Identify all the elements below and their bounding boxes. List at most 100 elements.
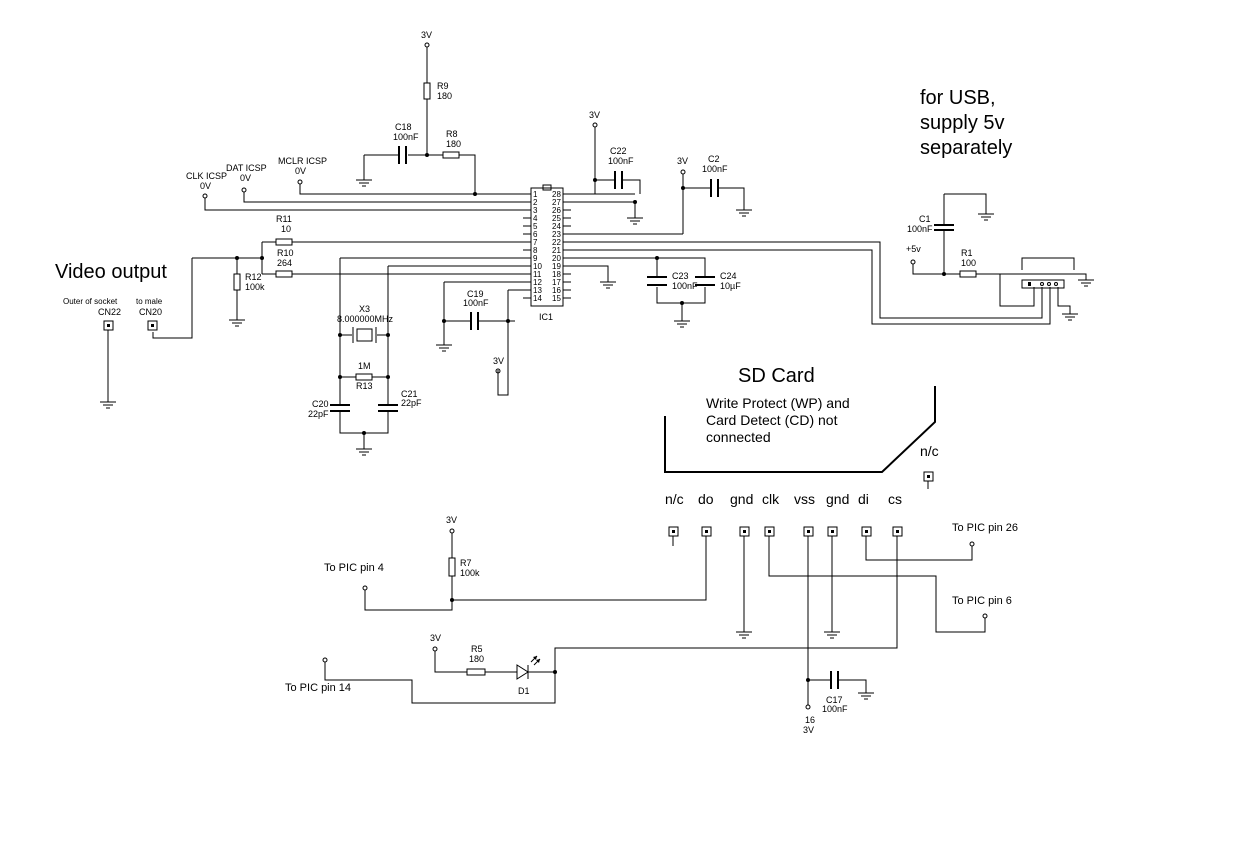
video-junction [152,242,264,339]
svg-text:Outer of socket: Outer of socket [63,297,118,306]
svg-text:6: 6 [533,230,538,239]
ic1-left-pin-numbers: 1 2 3 4 5 6 7 8 9 10 11 12 13 14 [533,190,542,303]
svg-text:100k: 100k [245,282,265,292]
svg-text:17: 17 [552,278,561,287]
ground-symbol [356,179,372,187]
svg-text:24: 24 [552,222,561,231]
svg-text:Card Detect (CD) not: Card Detect (CD) not [706,412,838,428]
mclr-icsp-pin: MCLR ICSP 0V [278,156,475,195]
sd-pin-pads [668,526,903,546]
ic1-chip: 1 2 3 4 5 6 7 8 9 10 11 12 13 14 28 27 2… [523,184,571,322]
svg-text:3V: 3V [677,156,688,166]
svg-text:3V: 3V [430,633,441,643]
svg-text:100nF: 100nF [672,281,698,291]
sd-cs-wire: To PIC pin 14 [285,536,898,704]
svg-text:180: 180 [469,654,484,664]
svg-text:do: do [698,491,714,507]
svg-text:CN22: CN22 [98,307,121,317]
svg-text:n/c: n/c [665,491,684,507]
c18-capacitor: C18 100nF [363,122,443,180]
svg-text:1: 1 [533,190,538,199]
sd-vss-wire: C17 100nF 16 3V [803,536,874,735]
svg-text:C20: C20 [312,399,329,409]
svg-text:11: 11 [533,270,542,279]
svg-text:MCLR ICSP: MCLR ICSP [278,156,327,166]
r8-resistor: R8 180 [442,129,523,196]
svg-text:19: 19 [552,262,561,271]
svg-text:8.000000MHz: 8.000000MHz [337,314,394,324]
svg-text:3V: 3V [589,110,600,120]
cn22-connector: Outer of socket CN22 [63,297,121,409]
svg-text:0V: 0V [295,166,306,176]
svg-text:R13: R13 [356,381,373,391]
svg-text:3: 3 [533,206,538,215]
svg-text:D1: D1 [518,686,530,696]
sd-clk-wire: To PIC pin 6 [768,536,1012,633]
svg-text:12: 12 [533,278,542,287]
svg-text:100: 100 [961,258,976,268]
svg-text:22pF: 22pF [308,409,329,419]
c19-capacitor: C19 100nF 3V [436,281,523,396]
svg-text:4: 4 [533,214,538,223]
sd-gnd-wire-2 [824,536,840,639]
svg-text:vss: vss [794,491,815,507]
svg-text:180: 180 [446,139,461,149]
svg-text:C23: C23 [672,271,689,281]
pic-pin14-label: To PIC pin 14 [285,682,351,694]
r5-resistor: 3V R5 180 [430,633,517,676]
svg-text:supply 5v: supply 5v [920,112,1005,134]
svg-text:13: 13 [533,286,542,295]
svg-text:16: 16 [552,286,561,295]
svg-text:3V: 3V [446,515,457,525]
svg-text:R9: R9 [437,81,449,91]
svg-text:2: 2 [533,198,538,207]
svg-text:180: 180 [437,91,452,101]
svg-text:16: 16 [805,715,815,725]
svg-text:1M: 1M [358,361,371,371]
svg-text:28: 28 [552,190,561,199]
cn20-connector: to male CN20 [136,297,163,331]
svg-text:27: 27 [552,198,561,207]
svg-text:3V: 3V [803,725,814,735]
dat-icsp-pin: DAT ICSP 0V [226,163,523,203]
svg-text:R10: R10 [277,248,294,258]
c21-capacitor: C21 22pF [356,389,422,456]
svg-text:connected: connected [706,429,771,445]
svg-text:10: 10 [281,224,291,234]
svg-text:C21: C21 [401,389,418,399]
svg-text:C24: C24 [720,271,737,281]
r13-resistor: 1M R13 [340,361,388,391]
svg-text:C22: C22 [610,146,627,156]
c20-capacitor: C20 22pF [308,399,389,434]
sd-card-note: Write Protect (WP) and Card Detect (CD) … [706,395,850,445]
svg-text:+5v: +5v [906,244,921,254]
svg-text:R1: R1 [961,248,973,258]
svg-text:100nF: 100nF [907,224,933,234]
svg-text:3V: 3V [493,356,504,366]
svg-text:R12: R12 [245,272,262,282]
svg-text:CN20: CN20 [139,307,162,317]
svg-text:26: 26 [552,206,561,215]
svg-text:X3: X3 [359,304,370,314]
clk-icsp-pin: CLK ICSP 0V [186,171,523,211]
svg-text:100nF: 100nF [702,164,728,174]
svg-text:15: 15 [552,294,561,303]
svg-text:100nF: 100nF [393,132,419,142]
video-output-title: Video output [55,261,167,283]
usb-connector [1000,257,1094,321]
svg-text:10µF: 10µF [720,281,741,291]
sd-card-title: SD Card [738,365,815,387]
ic1-right-pin-numbers: 28 27 26 25 24 23 22 21 20 19 18 17 16 1… [552,190,561,303]
svg-text:10: 10 [533,262,542,271]
c22-capacitor: 3V C22 100nF [571,110,643,225]
svg-text:18: 18 [552,270,561,279]
c1-capacitor: C1 100nF [907,193,994,274]
svg-text:7: 7 [533,238,538,247]
pic-pin6-label: To PIC pin 6 [952,595,1012,607]
svg-text:gnd: gnd [730,491,753,507]
svg-text:Write Protect (WP) and: Write Protect (WP) and [706,395,850,411]
d1-led: D1 [516,655,557,696]
sd-card-outline [664,386,936,473]
c2-capacitor: 3V C2 100nF [571,154,752,235]
